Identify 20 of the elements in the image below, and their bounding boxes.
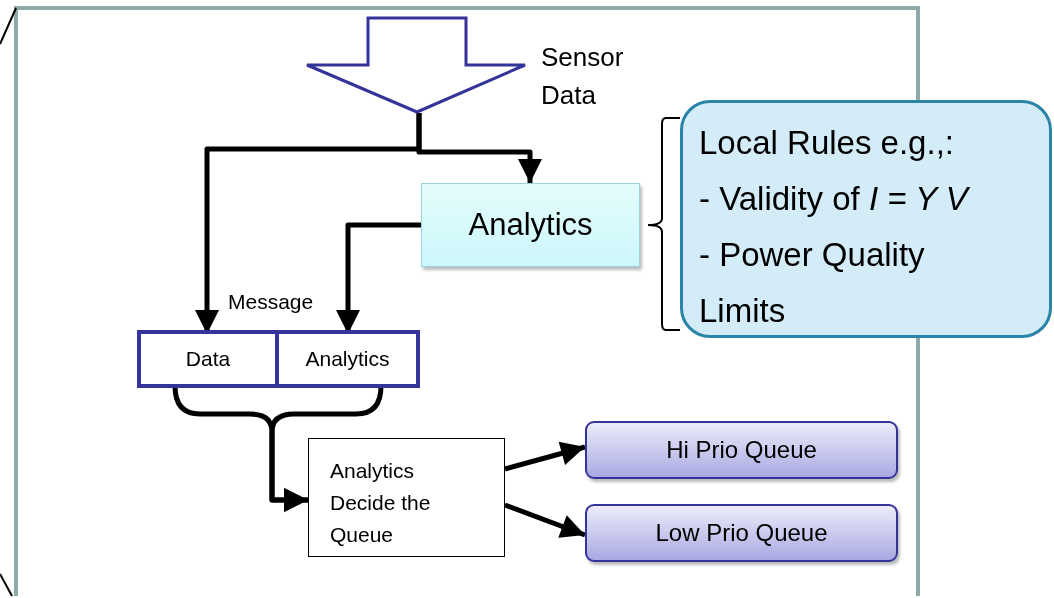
decision-text: Analytics Decide the Queue	[330, 458, 432, 548]
rules-text: Local Rules e.g.,:	[699, 123, 955, 163]
queue-label: Hi Prio Queue	[666, 436, 817, 464]
process-box	[421, 183, 640, 267]
field-label: Data	[185, 347, 231, 371]
decision-box	[308, 438, 505, 557]
arrow	[269, 385, 384, 512]
queue-box	[585, 421, 898, 479]
block-arrow-shape	[305, 16, 527, 114]
rules-text: - Validity of I = Y V	[699, 179, 971, 219]
arrow	[504, 502, 586, 538]
arrow	[504, 441, 586, 472]
rules-text: - Power Quality Limits	[699, 235, 926, 331]
queue-box	[585, 504, 898, 562]
rules-callout-box	[680, 100, 1052, 338]
field-label: Analytics	[305, 347, 390, 371]
box-label: Analytics	[468, 207, 593, 243]
beside-label: Sensor Data	[541, 41, 625, 112]
arrow	[416, 113, 542, 183]
queue-label: Low Prio Queue	[655, 519, 828, 547]
